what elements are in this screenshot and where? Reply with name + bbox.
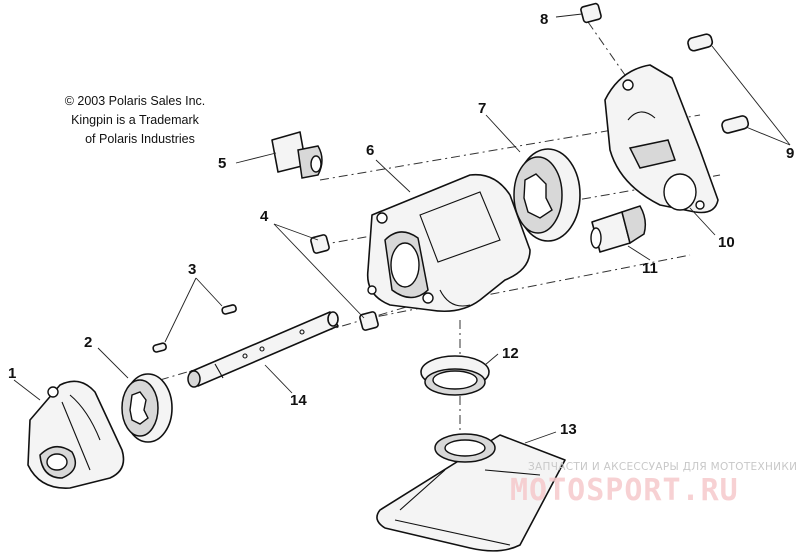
callout-8: 8 — [540, 11, 548, 28]
part-4-dowels — [310, 234, 379, 331]
part-12-seal — [420, 355, 490, 396]
callout-9: 9 — [786, 145, 794, 162]
part-10-front-housing — [604, 64, 719, 214]
callout-13: 13 — [560, 421, 577, 438]
callout-11: 11 — [642, 260, 658, 277]
callout-10: 10 — [718, 234, 735, 251]
part-6-pump-body — [366, 173, 531, 313]
part-5-relief-valve — [271, 131, 323, 179]
callout-2: 2 — [84, 334, 92, 351]
callout-12: 12 — [502, 345, 519, 362]
part-11-fitting — [590, 205, 647, 253]
watermark-tagline: ЗАПЧАСТИ И АКСЕССУАРЫ ДЛЯ МОТОТЕХНИКИ — [528, 461, 797, 473]
callout-4: 4 — [260, 208, 269, 225]
copyright-line-1: © 2003 Polaris Sales Inc. — [65, 94, 206, 108]
part-8-plug — [580, 2, 602, 24]
callout-14: 14 — [290, 392, 307, 409]
leader-lines — [13, 13, 791, 444]
part-14-drive-shaft — [187, 311, 339, 388]
part-1-pump-cover — [27, 380, 125, 489]
copyright-line-3: of Polaris Industries — [85, 132, 195, 146]
part-7-inner-rotor — [513, 148, 581, 242]
callouts: 1 2 3 4 5 6 7 8 9 10 11 12 13 14 — [8, 11, 794, 438]
watermark: ЗАПЧАСТИ И АКСЕССУАРЫ ДЛЯ МОТОТЕХНИКИ MO… — [510, 461, 797, 508]
watermark-logo: MOTOSPORT.RU — [510, 473, 739, 508]
copyright-line-2: Kingpin is a Trademark — [71, 113, 200, 127]
part-3-pins — [152, 304, 237, 353]
callout-7: 7 — [478, 100, 486, 117]
part-13-oil-pickup — [376, 433, 566, 552]
callout-3: 3 — [188, 261, 196, 278]
part-9-dowel-pins — [687, 33, 750, 134]
callout-1: 1 — [8, 365, 16, 382]
part-2-outer-rotor — [121, 373, 173, 443]
callout-6: 6 — [366, 142, 374, 159]
callout-5: 5 — [218, 155, 226, 172]
